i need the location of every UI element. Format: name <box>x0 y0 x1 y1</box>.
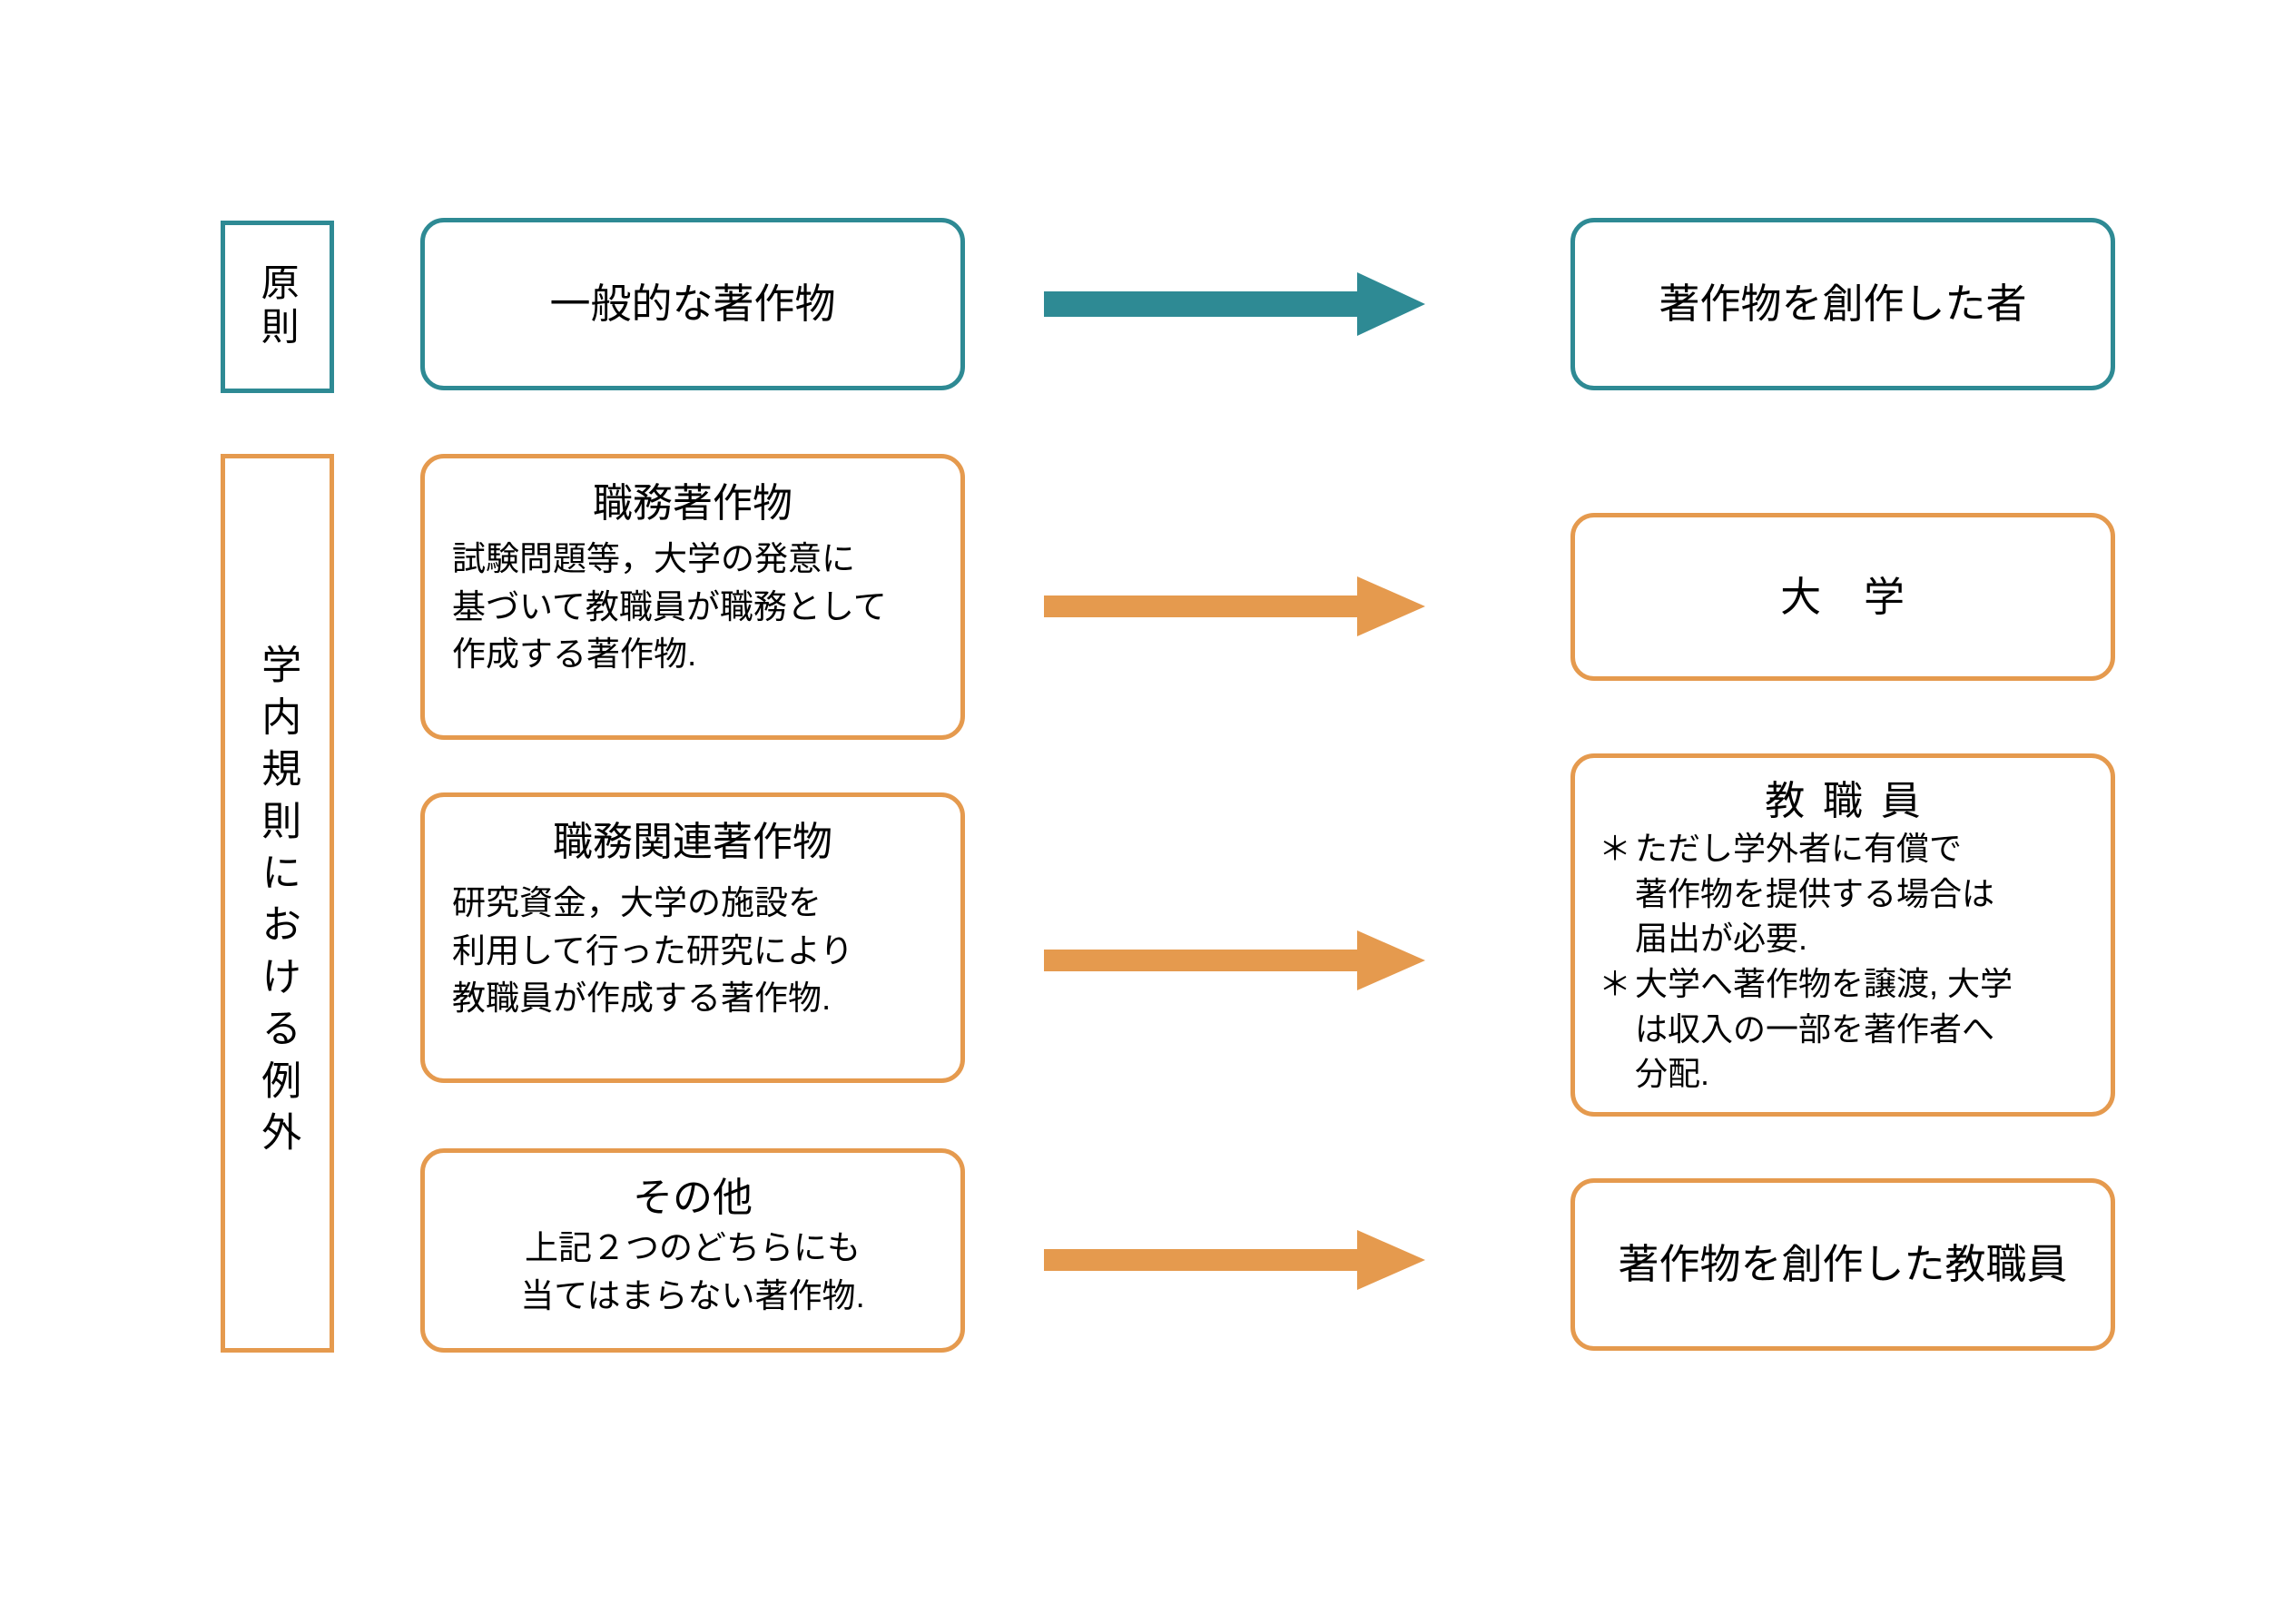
target-title-faculty-staff: 教職員 <box>1765 779 1939 823</box>
note-item: ＊ 大学へ著作物を譲渡, 大学 は収入の一部を著作者へ 分配. <box>1599 961 2111 1097</box>
target-notes-faculty-staff: ＊ ただし学外者に有償で 著作物を提供する場合は 届出が必要. ＊ 大学へ著作物… <box>1575 826 2111 1097</box>
source-title-work-for-hire: 職務著作物 <box>593 481 793 526</box>
category-label-exception: 学内規則における例外 <box>221 454 334 1353</box>
arrow-right-general-work <box>1044 272 1425 336</box>
category-label-exception-text: 学内規則における例外 <box>255 644 300 1163</box>
source-title-other: その他 <box>633 1176 753 1220</box>
target-box-faculty-staff: 教職員 ＊ ただし学外者に有償で 著作物を提供する場合は 届出が必要. ＊ 大学… <box>1570 753 2115 1117</box>
arrow-right-work-for-hire <box>1044 576 1425 636</box>
target-title-general-work: 著作物を創作した者 <box>1659 281 2027 327</box>
source-box-work-related: 職務関連著作物 研究資金，大学の施設を 利用して行った研究により 教職員が作成す… <box>420 792 965 1083</box>
note-text: ただし学外者に有償で 著作物を提供する場合は 届出が必要. <box>1635 830 1995 958</box>
source-body-work-related: 研究資金，大学の施設を 利用して行った研究により 教職員が作成する著作物. <box>452 884 854 1018</box>
category-label-principle: 原則 <box>221 221 334 393</box>
note-item: ＊ ただし学外者に有償で 著作物を提供する場合は 届出が必要. <box>1599 826 2111 961</box>
source-body-work-for-hire: 試験問題等，大学の発意に 基づいて教職員が職務として 作成する著作物. <box>452 540 887 674</box>
note-text: 大学へ著作物を譲渡, 大学 は収入の一部を著作者へ 分配. <box>1635 965 2013 1093</box>
target-box-creator-staff: 著作物を創作した教職員 <box>1570 1178 2115 1351</box>
target-box-university: 大 学 <box>1570 513 2115 681</box>
source-box-general-work: 一般的な著作物 <box>420 218 965 390</box>
source-box-other: その他 上記２つのどちらにも 当てはまらない著作物. <box>420 1148 965 1353</box>
asterisk-marker: ＊ <box>1599 830 1632 867</box>
source-box-work-for-hire: 職務著作物 試験問題等，大学の発意に 基づいて教職員が職務として 作成する著作物… <box>420 454 965 740</box>
source-title-general-work: 一般的な著作物 <box>549 281 836 327</box>
target-title-university: 大 学 <box>1780 573 1905 620</box>
arrow-right-work-related <box>1044 930 1425 990</box>
target-box-general-work: 著作物を創作した者 <box>1570 218 2115 390</box>
source-title-work-related: 職務関連著作物 <box>553 820 832 864</box>
category-label-principle-text: 原則 <box>256 262 300 351</box>
arrow-right-other <box>1044 1230 1425 1290</box>
asterisk-marker: ＊ <box>1599 965 1632 1003</box>
source-body-other: 上記２つのどちらにも 当てはまらない著作物. <box>520 1229 865 1314</box>
target-title-creator-staff: 著作物を創作した教職員 <box>1618 1241 2068 1287</box>
